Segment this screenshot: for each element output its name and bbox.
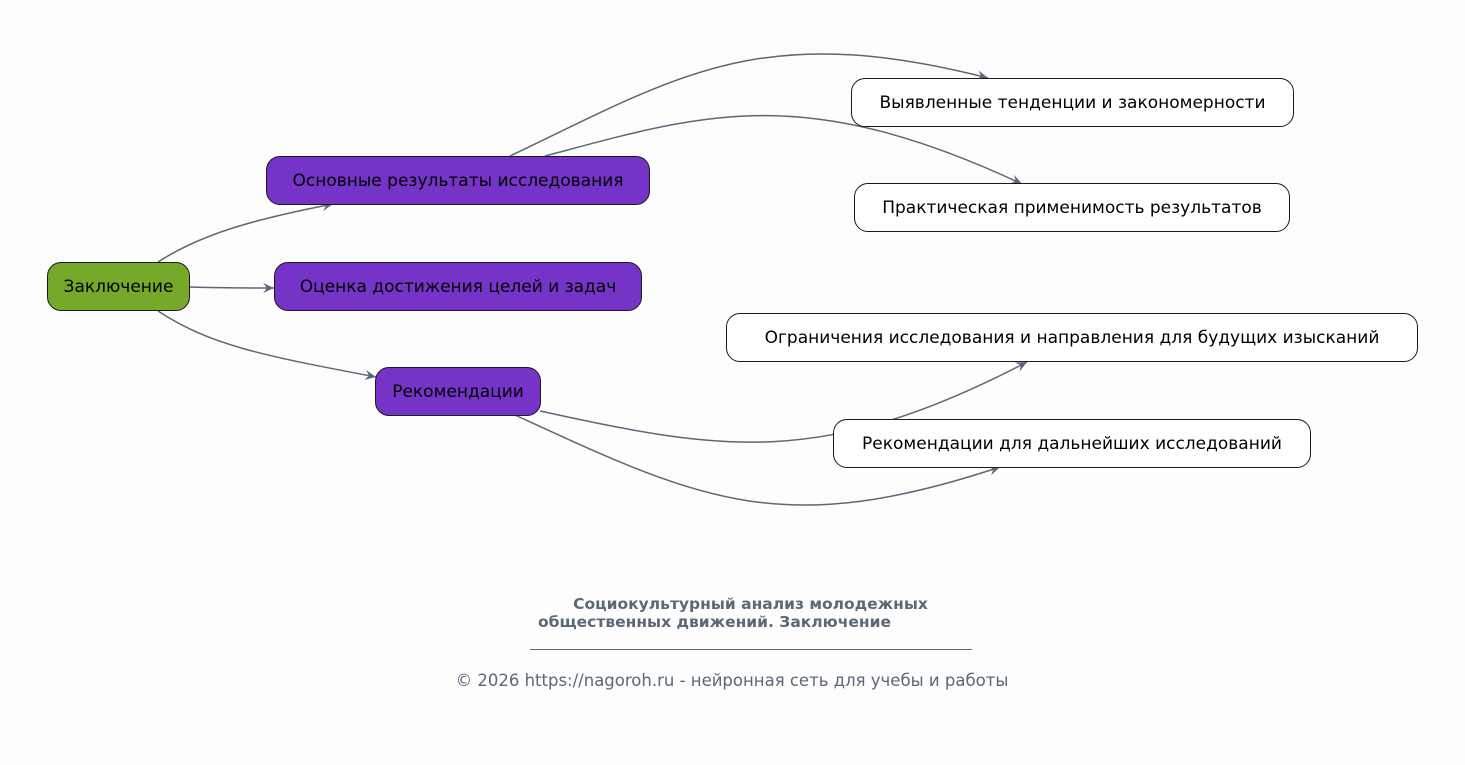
diagram-title-line2: общественных движений. Заключение [538, 613, 891, 631]
edge-recs-further [514, 414, 1001, 506]
edge-recs-limitations [539, 361, 1028, 443]
root-node-conclusion[interactable]: Заключение [47, 262, 190, 311]
title-divider [530, 649, 972, 650]
node-trends[interactable]: Выявленные тенденции и закономерности [851, 78, 1294, 127]
node-practical-applicability[interactable]: Практическая применимость результатов [854, 183, 1290, 232]
diagram-title-line1: Социокультурный анализ молодежных [573, 595, 928, 613]
node-label: Практическая применимость результатов [882, 197, 1262, 218]
node-label: Оценка достижения целей и задач [299, 276, 617, 297]
node-label: Заключение [63, 276, 174, 297]
node-limitations[interactable]: Ограничения исследования и направления д… [726, 313, 1418, 362]
node-label: Ограничения исследования и направления д… [764, 327, 1380, 348]
node-label: Рекомендации [392, 381, 524, 402]
node-goal-evaluation[interactable]: Оценка достижения целей и задач [274, 262, 642, 311]
node-main-results[interactable]: Основные результаты исследования [266, 156, 650, 205]
edge-results-practical [544, 114, 1023, 185]
edge-results-trends [509, 53, 989, 157]
edge-root-recommendations [157, 310, 377, 380]
node-label: Выявленные тенденции и закономерности [879, 92, 1266, 113]
edge-root-results [157, 201, 334, 263]
footer-copyright: © 2026 https://nagoroh.ru - нейронная се… [455, 671, 1009, 690]
node-further-research[interactable]: Рекомендации для дальнейших исследований [833, 419, 1311, 468]
node-label: Рекомендации для дальнейших исследований [862, 433, 1282, 454]
node-label: Основные результаты исследования [292, 170, 624, 191]
edge-root-evaluation [189, 282, 275, 293]
node-recommendations[interactable]: Рекомендации [375, 367, 541, 416]
